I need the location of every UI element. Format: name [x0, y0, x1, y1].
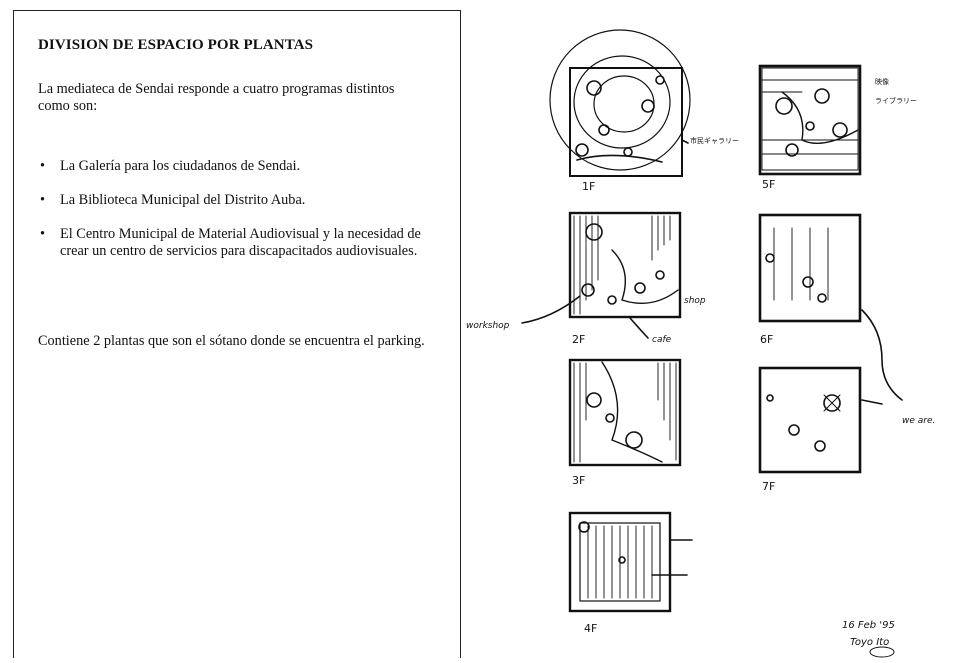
we-are-annotation: we are.: [902, 416, 935, 426]
section-heading: DIVISION DE ESPACIO POR PLANTAS: [38, 37, 314, 53]
floor-1-sketch: 1F 市民ギャラリー: [549, 29, 739, 193]
list-item: • El Centro Municipal de Material Audiovi…: [38, 226, 438, 260]
floor-5-sketch: 5F 映像 ライブラリー: [758, 64, 917, 191]
list-item: • La Galería para los ciudadanos de Senda…: [38, 158, 438, 175]
shop-annotation: shop: [684, 296, 706, 306]
svg-text:映像: 映像: [875, 77, 889, 86]
bullet-icon: •: [40, 192, 46, 208]
floor-label: 7F: [762, 480, 775, 493]
floor-label: 5F: [762, 178, 775, 191]
svg-text:Toyo Ito: Toyo Ito: [850, 637, 889, 648]
bullet-icon: •: [40, 158, 46, 174]
floor-plan-sketches: 1F 市民ギャラリー 5F 映像 ライブラリー 2F workshop shop…: [462, 0, 961, 658]
floor-4-sketch: 4F: [568, 511, 693, 635]
svg-text:16 Feb '95: 16 Feb '95: [842, 620, 895, 631]
list-item-text: La Biblioteca Municipal del Distrito Aub…: [60, 192, 306, 208]
text-panel: DIVISION DE ESPACIO POR PLANTAS La media…: [13, 10, 461, 658]
bullet-icon: •: [40, 226, 46, 242]
signature: 16 Feb '95 Toyo Ito: [842, 620, 895, 658]
cafe-annotation: cafe: [652, 335, 672, 345]
floor-label: 6F: [760, 333, 773, 346]
floor-label: 4F: [584, 622, 597, 635]
workshop-annotation: workshop: [466, 321, 510, 331]
svg-text:ライブラリー: ライブラリー: [875, 96, 917, 105]
floor-label: 2F: [572, 333, 585, 346]
list-item: • La Biblioteca Municipal del Distrito Au…: [38, 192, 438, 209]
floor-2-sketch: 2F workshop shop cafe: [466, 211, 706, 346]
list-item-text: El Centro Municipal de Material Audiovis…: [60, 226, 421, 259]
floor-label: 1F: [582, 180, 595, 193]
closing-paragraph: Contiene 2 plantas que son el sótano don…: [38, 333, 425, 349]
intro-paragraph: La mediateca de Sendai responde a cuatro…: [38, 81, 395, 114]
floor-6-sketch: 6F: [758, 213, 903, 401]
program-list: • La Galería para los ciudadanos de Senda…: [38, 158, 438, 260]
floor-7-sketch: 7F we are.: [758, 366, 935, 493]
svg-text:市民ギャラリー: 市民ギャラリー: [690, 136, 739, 145]
list-item-text: La Galería para los ciudadanos de Sendai…: [60, 158, 301, 174]
floor-label: 3F: [572, 474, 585, 487]
floor-3-sketch: 3F: [568, 358, 682, 487]
